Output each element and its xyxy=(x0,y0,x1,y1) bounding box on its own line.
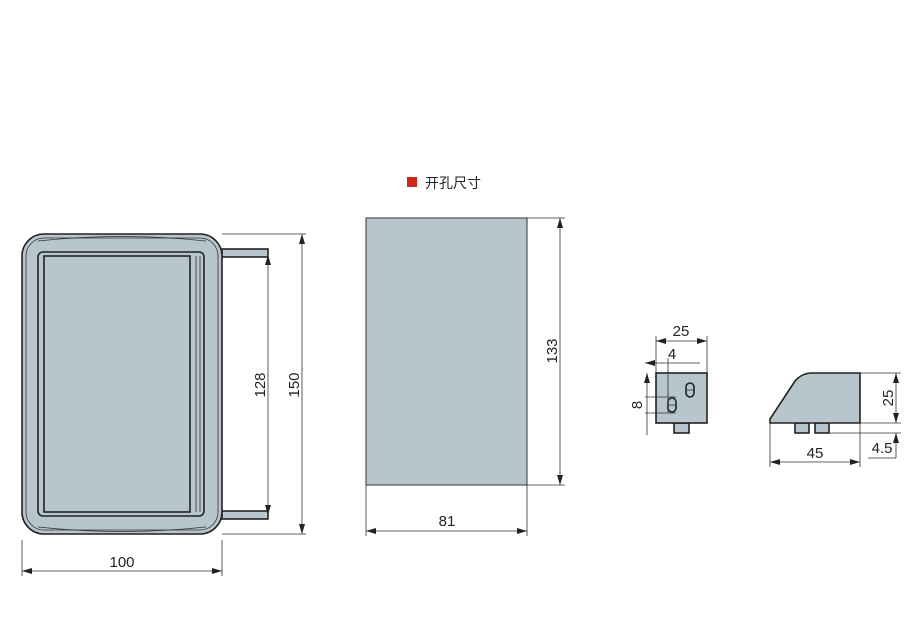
dim-bracket-4: 4 xyxy=(668,346,676,363)
dim-width-100: 100 xyxy=(109,554,134,571)
dim-cutout-81: 81 xyxy=(439,513,456,530)
bracket-side-view xyxy=(769,372,901,467)
dim-side-4-5: 4.5 xyxy=(872,440,893,457)
front-view xyxy=(21,233,306,576)
bracket-front-view xyxy=(644,336,708,435)
dim-bracket-8: 8 xyxy=(629,401,646,409)
dim-cutout-133: 133 xyxy=(544,338,561,363)
dim-height-150: 150 xyxy=(286,372,303,397)
dim-bracket-25: 25 xyxy=(673,323,690,340)
dim-side-25: 25 xyxy=(880,390,897,407)
dim-height-128: 128 xyxy=(252,372,269,397)
cutout-view xyxy=(365,217,565,536)
dim-side-45: 45 xyxy=(807,445,824,462)
red-square-marker xyxy=(407,177,417,187)
cutout-title: 开孔尺寸 xyxy=(425,176,481,192)
